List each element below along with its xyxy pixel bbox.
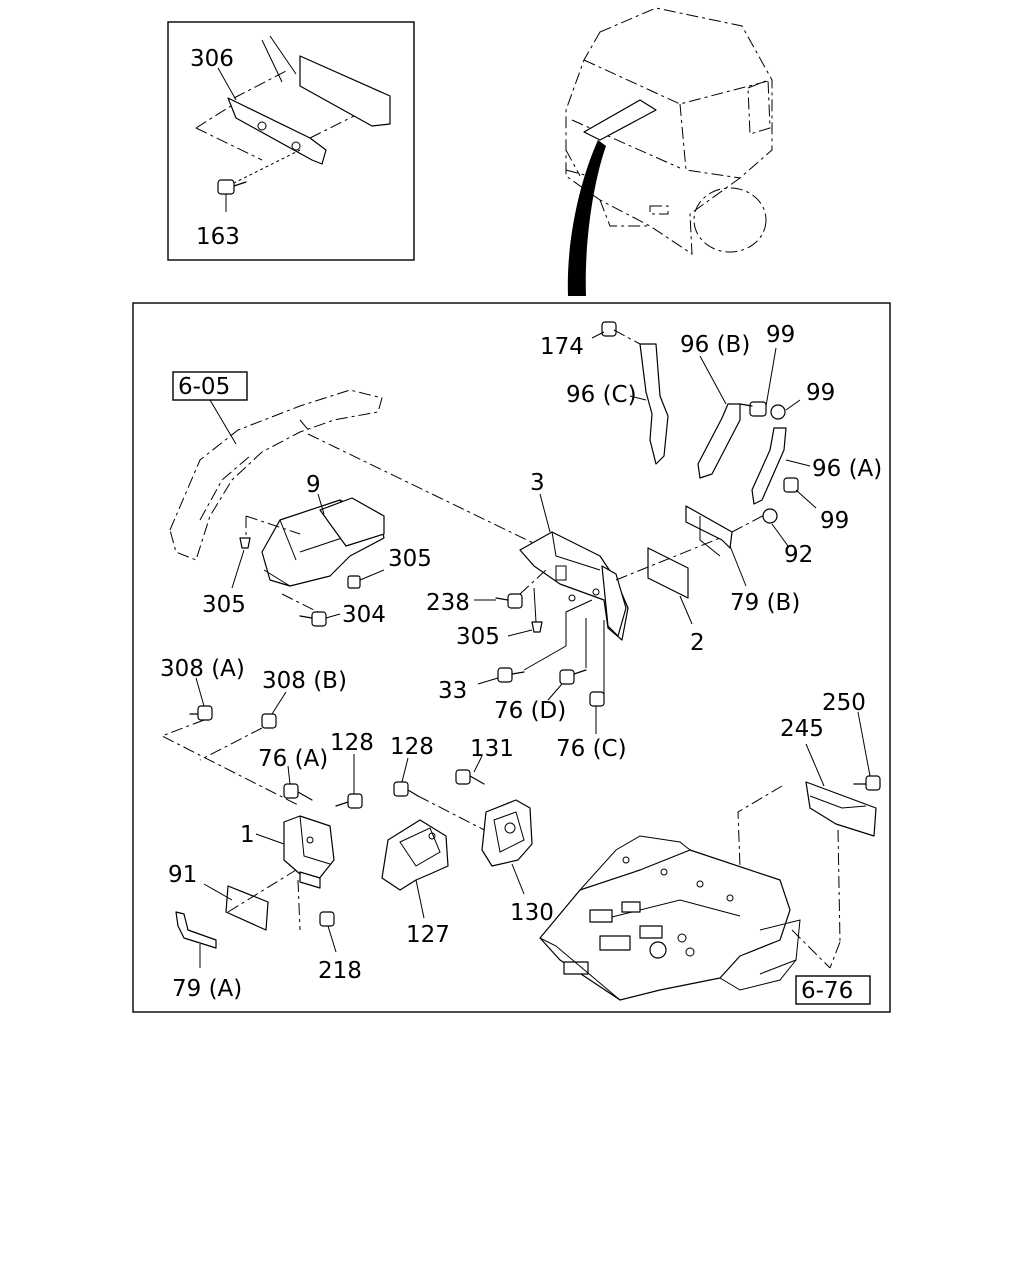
reference-6-76: 6-76 [795,975,871,1005]
callout-33: 33 [438,678,467,704]
callout-306: 306 [190,46,234,72]
main-frame [132,302,891,1013]
plate-2 [647,547,689,599]
bolt-250 [853,775,881,791]
callout-99-second: 99 [806,380,835,406]
nut-99-second [770,404,786,420]
fender-outline [169,389,383,561]
callout-305-center: 305 [456,624,500,650]
callout-163: 163 [196,224,240,250]
bolt-99-top [739,401,767,417]
callout-174: 174 [540,334,584,360]
callout-91: 91 [168,862,197,888]
bolt-76d [559,669,587,685]
callout-96b: 96 (B) [680,332,750,358]
callout-131: 131 [470,736,514,762]
callout-245: 245 [780,716,824,742]
bolt-238 [495,593,523,609]
ref-6-76-label: 6-76 [801,978,853,1004]
callout-238: 238 [426,590,470,616]
bolt-76a [283,783,313,801]
strap-96a [751,427,787,505]
callout-96a: 96 (A) [812,456,882,482]
reference-6-05: 6-05 [172,371,248,445]
bracket-79a [175,911,217,949]
ref-6-05-label: 6-05 [178,374,230,400]
bolt-218 [319,911,335,927]
strap-96b [697,403,741,479]
callout-304: 304 [342,602,386,628]
bolt-131 [455,769,485,785]
nut-92 [762,508,778,524]
callout-79b: 79 (B) [730,590,800,616]
pointer-arrow [567,140,606,296]
bracket-306 [227,97,327,165]
callout-218: 218 [318,958,362,984]
callout-3: 3 [530,470,545,496]
callout-79a: 79 (A) [172,976,242,1002]
inset-detail: 306 163 [167,21,415,261]
cover-127 [381,819,449,891]
clip-305-left [239,537,251,549]
callout-308a: 308 (A) [160,656,245,682]
callout-92: 92 [784,542,813,568]
callout-305-right: 305 [388,546,432,572]
bolt-33 [497,667,525,683]
truck-cab-illustration [565,7,773,296]
callout-308b: 308 (B) [262,668,347,694]
plate-91 [225,885,269,931]
bolt-99-third [783,477,799,493]
callout-130: 130 [510,900,554,926]
bracket-1 [283,815,335,889]
bracket-245 [805,781,877,837]
callout-9: 9 [306,472,321,498]
callout-128-right: 128 [390,734,434,760]
callout-127: 127 [406,922,450,948]
callout-2: 2 [690,630,705,656]
bolt-174 [601,321,617,337]
callout-76a: 76 (A) [258,746,328,772]
cover-9 [261,497,385,587]
bracket-79b [685,505,733,557]
cover-130 [481,799,533,867]
bolt-128-right [393,781,419,797]
strap-96c [639,343,669,465]
callout-128-left: 128 [330,730,374,756]
bolt-304 [299,611,327,627]
callout-1: 1 [240,822,255,848]
callout-305-left: 305 [202,592,246,618]
bolt-308b [261,713,277,729]
callout-99-top: 99 [766,322,795,348]
callout-76c: 76 (C) [556,736,627,762]
bracket-3 [519,531,629,641]
cab-floor [539,835,801,1001]
inset-frame [167,21,415,261]
clip-305-center [531,621,543,633]
bolt-76c [589,691,605,707]
bolt-128-left [335,793,363,809]
callout-250: 250 [822,690,866,716]
callout-96c: 96 (C) [566,382,637,408]
callout-99-third: 99 [820,508,849,534]
bolt-308a [189,705,213,721]
bolt-163 [217,179,247,195]
bolt-305-cover [347,575,361,589]
callout-76d: 76 (D) [494,698,566,724]
